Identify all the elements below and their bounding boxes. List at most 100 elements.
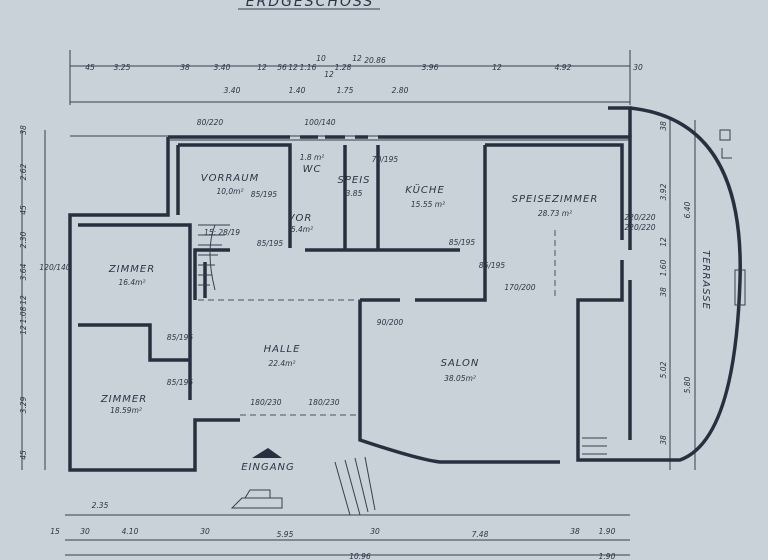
dim-text: 12 — [492, 63, 502, 72]
room-name: SPEIS — [338, 175, 371, 186]
dim-text: 30 — [200, 527, 210, 536]
room-name: KÜCHE — [405, 183, 445, 196]
room-area: 5.4m² — [291, 225, 313, 234]
dim-text: 45 — [19, 205, 28, 215]
dim-text: 85/195 — [449, 238, 476, 247]
terrace-label: TERRASSE — [700, 250, 711, 310]
dim-text: 85/195 — [167, 378, 194, 387]
room-area: 38.05m² — [444, 374, 476, 383]
dim-text: 1.60 — [659, 259, 668, 276]
dim-text: 80/220 — [197, 118, 224, 127]
dim-text: 4.10 — [122, 527, 139, 536]
dim-text: 85/195 — [257, 239, 284, 248]
dim-text: 6.40 — [683, 201, 692, 218]
dim-text: 70/195 — [372, 155, 399, 164]
room-name: VORRAUM — [201, 173, 259, 184]
dim-text: 85/195 — [251, 190, 278, 199]
dim-text: 10.96 — [349, 552, 371, 560]
room-area: 15.55 m² — [411, 200, 445, 209]
room-name: SPEISEZIMMER — [512, 194, 599, 205]
dim-text: 1.90 — [599, 527, 616, 536]
dim-text: 85/195 — [167, 333, 194, 342]
dim-text: 15 — [50, 527, 60, 536]
dim-text: 100/140 — [304, 118, 335, 127]
dim-text: 12 — [19, 295, 28, 305]
dim-text: 3.40 — [224, 86, 241, 95]
dim-text: 90/200 — [377, 318, 404, 327]
dim-text: 180/230 — [250, 398, 281, 407]
dim-text: 12 — [659, 237, 668, 247]
dim-text: 30 — [633, 63, 643, 72]
dim-text: 1.16 — [300, 63, 317, 72]
room-area: 22.4m² — [268, 359, 295, 368]
room-name: HALLE — [264, 344, 301, 355]
room-area: 16.4m² — [118, 278, 145, 287]
dim-text: 3.25 — [114, 63, 131, 72]
dim-text: 38 — [180, 63, 190, 72]
dim-text: 45 — [85, 63, 95, 72]
stair-label: 15: 28/19 — [204, 228, 240, 237]
dim-text: 3.92 — [659, 183, 668, 200]
room-name: SALON — [441, 358, 480, 369]
dim-text: 5.95 — [277, 530, 294, 539]
room-area: 1.8 m² — [300, 153, 325, 162]
room-area: 3.85 — [346, 189, 363, 198]
dim-text: 170/200 — [504, 283, 535, 292]
dim-text: 38 — [570, 527, 580, 536]
room-name: ZIMMER — [108, 264, 155, 275]
entrance-label: EINGANG — [241, 462, 295, 473]
hall-openings — [198, 230, 556, 416]
dim-text: 12 — [257, 63, 267, 72]
dim-text: 56 — [277, 63, 287, 72]
stairs — [198, 129, 746, 516]
dim-text: 30 — [80, 527, 90, 536]
dim-text: 2.62 — [19, 163, 28, 180]
dim-text: 4.92 — [555, 63, 572, 72]
dim-text: 85/195 — [479, 261, 506, 270]
dim-text: 220/220 — [624, 213, 655, 222]
plan-title: ERDGESCHOSS — [246, 0, 375, 10]
dim-text: 45 — [19, 450, 28, 460]
room-area: 18.59m² — [110, 406, 142, 415]
dim-text: 5.02 — [659, 361, 668, 378]
dim-text: 5.80 — [683, 376, 692, 393]
dim-text: 2.30 — [19, 231, 28, 248]
dim-text: 12 — [324, 70, 334, 79]
dim-text: 3.40 — [214, 63, 231, 72]
dim-text: 38 — [19, 125, 28, 135]
dim-text: 3.64 — [19, 263, 28, 280]
room-name: ZIMMER — [100, 394, 147, 405]
dim-text: 20.86 — [364, 56, 386, 65]
dim-text: 38 — [659, 435, 668, 445]
dim-text: 3.29 — [19, 396, 28, 413]
dim-text: 38 — [659, 121, 668, 131]
dim-text: 3.96 — [422, 63, 439, 72]
dim-text: 1.08 — [19, 306, 28, 323]
dim-text: 1.28 — [335, 63, 352, 72]
room-name: WC — [303, 164, 322, 175]
dim-text: 1.75 — [337, 86, 354, 95]
dimension-lines — [21, 50, 696, 556]
dim-text: 12 — [352, 54, 362, 63]
dim-text: 10 — [316, 54, 326, 63]
dim-text: 12 — [19, 325, 28, 335]
room-labels: VORRAUM 10,0m² WC 1.8 m² SPEIS 3.85 KÜCH… — [100, 153, 711, 473]
dim-text: 2.80 — [392, 86, 409, 95]
dim-text: 180/230 — [308, 398, 339, 407]
dim-text: 12 — [288, 63, 298, 72]
dim-text: 120/140 — [39, 263, 70, 272]
walls — [68, 106, 742, 472]
dim-text: 2.35 — [92, 501, 109, 510]
entrance-arrow-icon — [252, 448, 282, 458]
dim-text: 7.48 — [472, 530, 489, 539]
room-area: 28.73 m² — [538, 209, 572, 218]
dim-text: 220/220 — [624, 223, 655, 232]
dim-text: 1.40 — [289, 86, 306, 95]
dim-text: 30 — [370, 527, 380, 536]
dim-text: 38 — [659, 287, 668, 297]
room-area: 10,0m² — [216, 187, 243, 196]
dim-text: 1.90 — [599, 552, 616, 560]
room-name: VOR — [288, 213, 313, 224]
